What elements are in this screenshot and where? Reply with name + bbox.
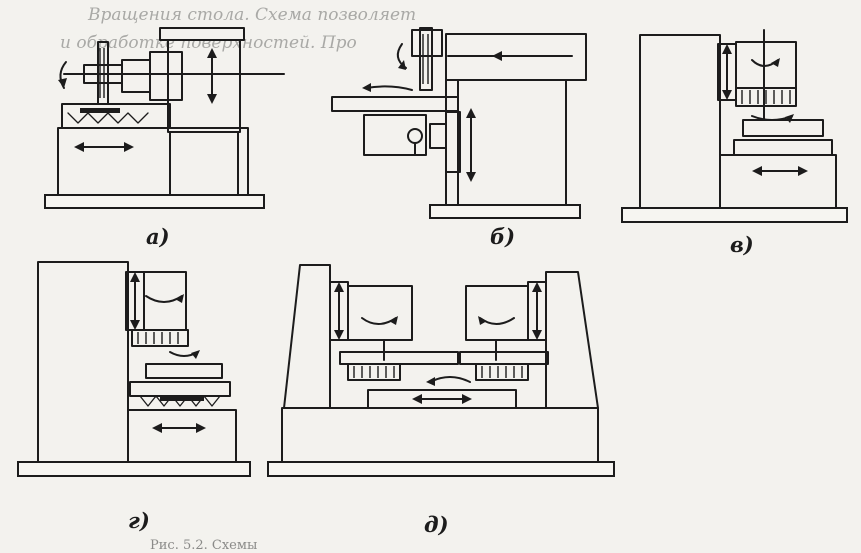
bleed-text-line-1: Вращения стола. Схема позволяет — [87, 5, 416, 25]
scheme-d-table — [367, 389, 517, 409]
scheme-a-table — [61, 103, 171, 129]
scheme-g-base — [127, 409, 237, 463]
scheme-d-left-crossrail — [339, 351, 459, 365]
scheme-d: д) — [267, 264, 615, 537]
scheme-a-slide — [149, 51, 183, 101]
scheme-v-column — [639, 34, 721, 209]
scheme-a-label: а) — [146, 224, 170, 249]
scheme-d-right-crossrail — [459, 351, 549, 365]
scheme-b-label: б) — [490, 224, 515, 249]
scheme-a: а) — [44, 27, 285, 249]
scheme-b-table — [331, 96, 459, 112]
scheme-d-right-column — [545, 271, 599, 409]
scheme-a-bed — [44, 194, 265, 209]
scheme-a-spindle-head — [121, 59, 151, 93]
scheme-b-ram — [445, 33, 587, 81]
scheme-g-ways — [139, 395, 221, 407]
scheme-g-workpiece — [145, 363, 223, 379]
scheme-v-workpiece — [742, 119, 824, 137]
scheme-b-cutter — [419, 27, 433, 91]
figure-caption: Рис. 5.2. Схемы — [150, 538, 257, 553]
scheme-d-left-column — [283, 264, 331, 409]
scheme-v-bed — [621, 207, 848, 223]
scheme-a-column — [167, 39, 241, 133]
scheme-d-right-cutter — [475, 363, 529, 381]
scheme-a-base — [57, 127, 249, 196]
scheme-b-bed — [429, 204, 581, 219]
scheme-d-label: д) — [424, 512, 449, 537]
scheme-d-right-head — [465, 285, 529, 341]
scheme-b-handwheel — [407, 128, 423, 144]
scheme-b-knee — [363, 114, 427, 156]
scheme-g: г) — [17, 261, 251, 533]
scheme-v: в) — [621, 29, 848, 257]
scheme-b-spindle-head — [411, 29, 443, 57]
scheme-g-cutter — [131, 329, 189, 347]
scheme-b: б) — [331, 27, 587, 249]
scheme-g-table — [129, 381, 231, 397]
scheme-v-label: в) — [730, 232, 754, 257]
scheme-b-column — [445, 79, 567, 206]
scheme-d-bed — [267, 461, 615, 477]
bleed-text-line-2: и обработке поверхностей. Про — [60, 33, 357, 53]
scheme-b-table-rotation — [365, 85, 413, 91]
scheme-v-table — [733, 139, 833, 156]
scheme-v-cutter — [735, 87, 797, 107]
scheme-d-base — [281, 407, 599, 463]
scheme-g-column — [37, 261, 129, 463]
scheme-d-table-rotation — [429, 376, 471, 383]
scheme-g-bed — [17, 461, 251, 477]
scheme-v-base — [719, 154, 837, 209]
scheme-a-ways — [67, 108, 149, 124]
scheme-g-label: г) — [128, 508, 150, 533]
scheme-b-knee-slide — [429, 123, 447, 149]
scheme-d-left-head — [347, 285, 413, 341]
scheme-d-left-cutter — [347, 363, 401, 381]
scheme-b-guide — [445, 111, 461, 173]
